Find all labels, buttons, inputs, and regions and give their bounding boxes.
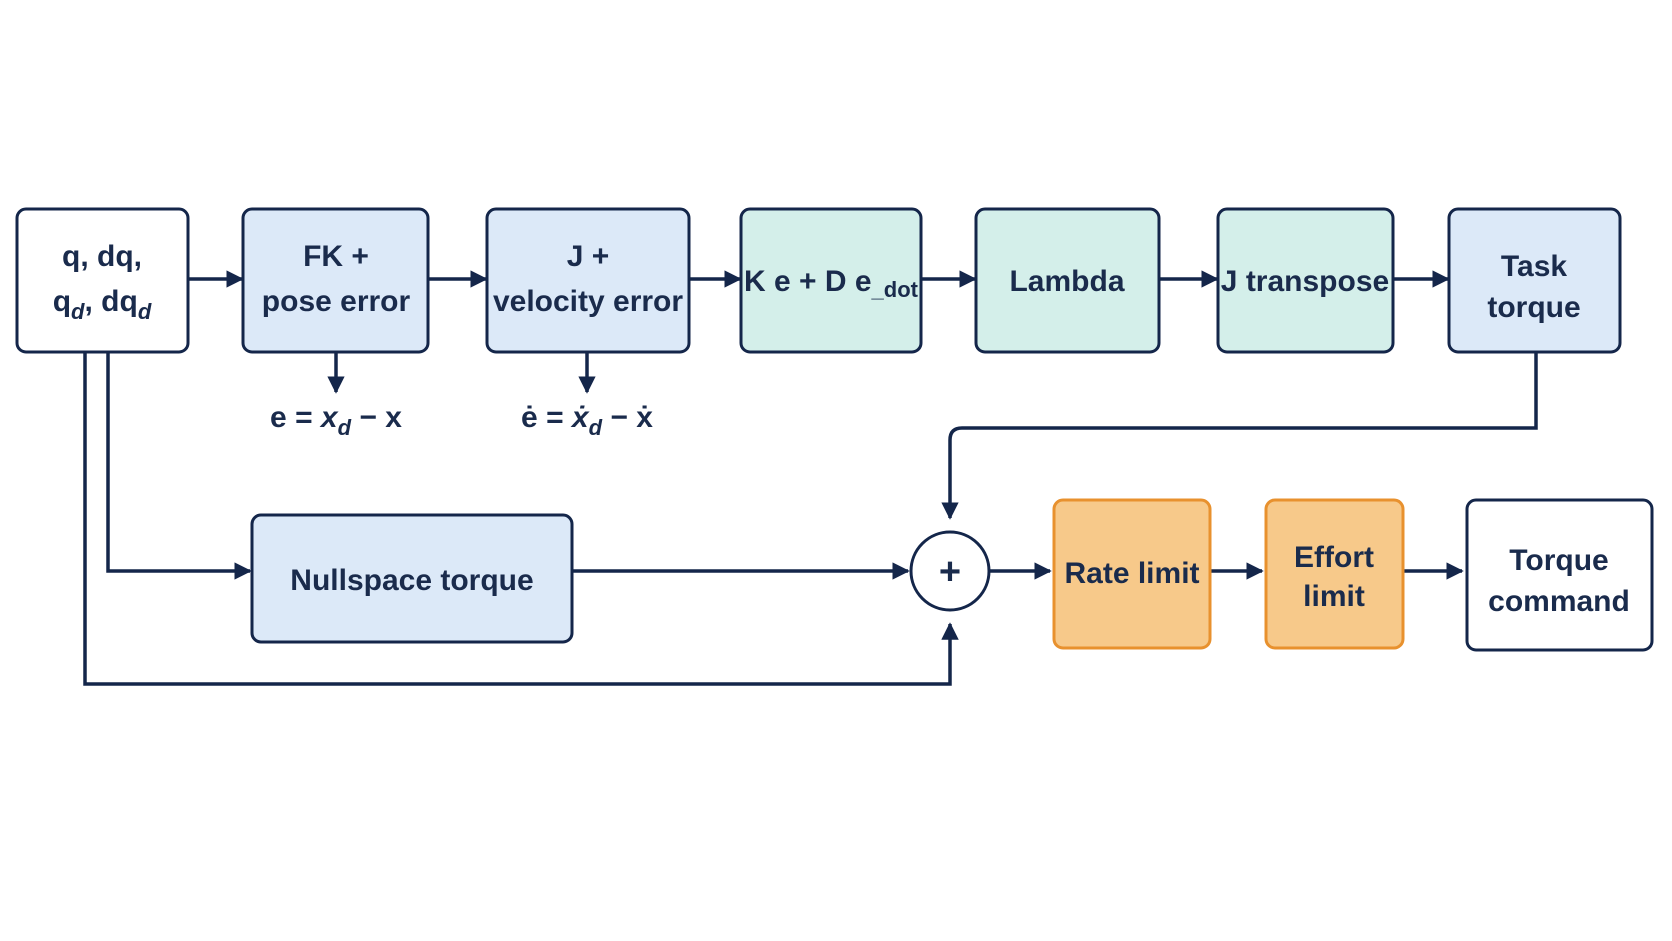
pd-text: K e + D e_dot [744,265,919,302]
jac-line1: J + [567,240,610,273]
cmd-line2: command [1488,585,1630,618]
cmd-line1: Torque [1509,544,1608,577]
torque-command-block: Torque command [1465,498,1654,652]
jacobian-transpose-block: J transpose [1216,207,1395,354]
velocity-error-equation: ė = ẋd − ẋ [521,401,653,440]
inputs-block: q, dq, qd, dqd [15,207,190,354]
rate-text: Rate limit [1064,557,1199,590]
inputs-line2: qd, dqd [53,285,152,324]
inputs-line1: q, dq, [62,240,142,273]
effort-line2: limit [1303,580,1365,613]
fk-pose-error-block: FK + pose error [241,207,430,354]
wire-inputs-to-nullspace [106,352,252,580]
fk-line1: FK + [303,240,369,273]
wire-task-to-sum [941,352,1538,520]
wire-inputs-to-sum-bypass [83,352,959,686]
sum-symbol: + [939,551,961,593]
lambda-text: Lambda [1009,265,1124,298]
jac-line2: velocity error [493,285,683,318]
summing-junction: + [909,530,991,612]
nullspace-text: Nullspace torque [290,564,533,597]
nullspace-torque-block: Nullspace torque [250,513,574,644]
lambda-block: Lambda [974,207,1161,354]
pd-law-block: K e + D e_dot [739,207,923,354]
rate-limit-block: Rate limit [1052,498,1212,650]
task-line2: torque [1487,291,1580,324]
pose-error-equation: e = xd − x [270,401,402,440]
jacobian-velocity-error-block: J + velocity error [485,207,691,354]
signal-wires [83,270,1538,686]
jt-text: J transpose [1221,265,1389,298]
effort-limit-block: Effort limit [1264,498,1405,650]
effort-line1: Effort [1294,541,1374,574]
fk-line2: pose error [262,285,411,318]
task-torque-block: Task torque [1447,207,1622,354]
task-line1: Task [1501,250,1567,283]
